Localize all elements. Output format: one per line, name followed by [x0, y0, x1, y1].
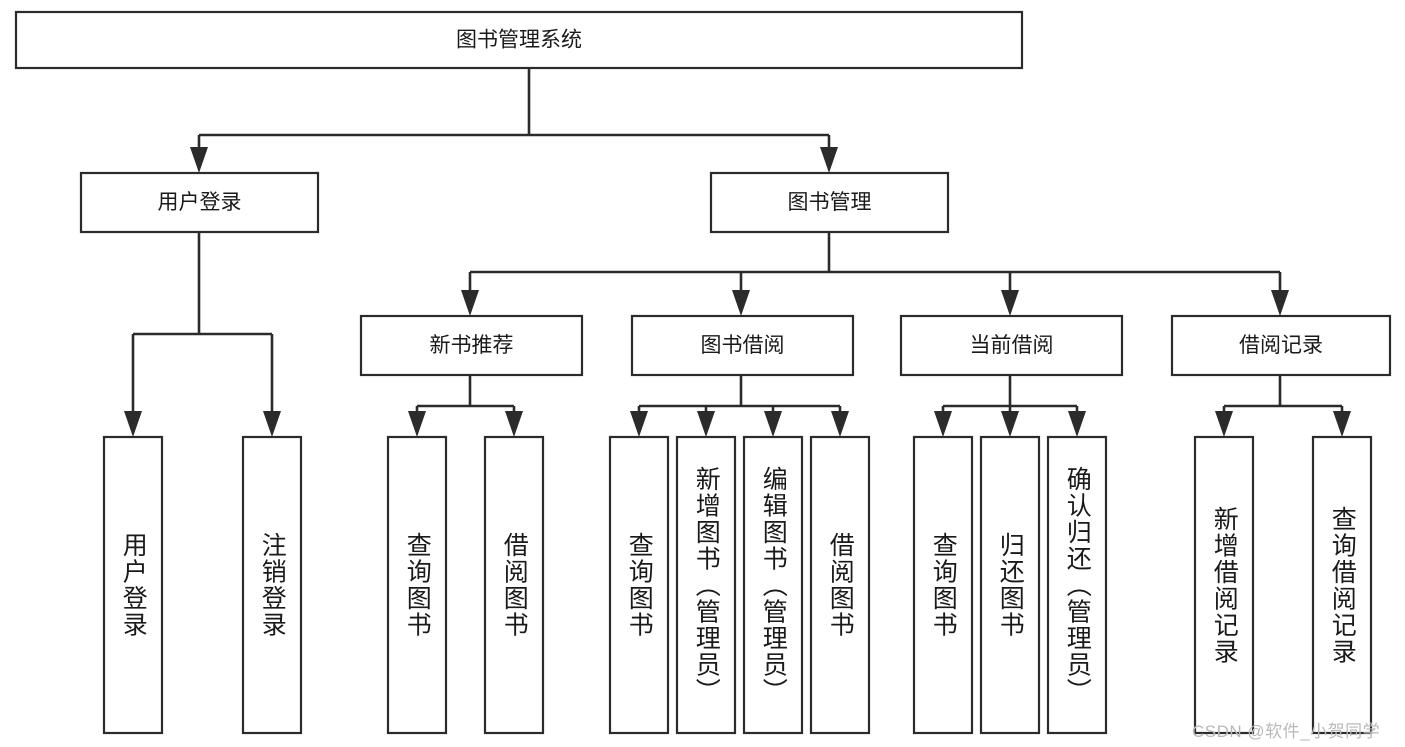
arrow-head-icon	[1333, 411, 1351, 437]
node-box[interactable]	[1170, 314, 1392, 377]
arrow-head-icon	[263, 411, 281, 437]
arrow-head-icon	[1001, 411, 1019, 437]
node-box[interactable]	[1046, 435, 1108, 735]
conn-mgmt-to-level3	[461, 232, 1289, 316]
arrow-head-icon	[1215, 411, 1233, 437]
arrow-head-icon	[630, 411, 648, 437]
node-box[interactable]	[809, 435, 871, 735]
node-book-borrow[interactable]: 图书借阅	[630, 314, 855, 377]
arrow-head-icon	[1001, 290, 1019, 316]
node-box[interactable]	[241, 435, 303, 735]
arrow-head-icon	[124, 411, 142, 437]
conn-root-to-level2	[190, 68, 838, 173]
arrow-head-icon	[831, 411, 849, 437]
node-label: 图书管理系统	[456, 29, 582, 52]
node-leaf-borrow-book-1[interactable]	[483, 435, 545, 735]
arrow-head-icon	[732, 290, 750, 316]
node-box[interactable]	[1311, 435, 1373, 735]
node-label: 图书借阅	[701, 334, 785, 357]
arrow-head-icon	[1068, 411, 1086, 437]
arrow-head-icon	[934, 411, 952, 437]
node-box[interactable]	[79, 171, 320, 234]
arrow-head-icon	[190, 147, 208, 173]
node-leaf-confirm-return[interactable]	[1046, 435, 1108, 735]
arrow-head-icon	[764, 411, 782, 437]
node-leaf-query-book-3[interactable]	[912, 435, 974, 735]
node-leaf-query-borrow-record[interactable]	[1311, 435, 1373, 735]
node-box[interactable]	[1193, 435, 1255, 735]
node-box[interactable]	[608, 435, 670, 735]
node-label: 用户登录	[158, 191, 242, 214]
node-box[interactable]	[14, 10, 1024, 70]
node-label: 图书管理	[788, 191, 872, 214]
node-new-book-recommend[interactable]: 新书推荐	[359, 314, 584, 377]
node-leaf-add-borrow-record[interactable]	[1193, 435, 1255, 735]
node-box[interactable]	[630, 314, 855, 377]
node-book-management[interactable]: 图书管理	[709, 171, 950, 234]
node-user-login[interactable]: 用户登录	[79, 171, 320, 234]
node-leaf-return-book[interactable]	[979, 435, 1041, 735]
node-leaf-add-book[interactable]	[675, 435, 737, 735]
node-leaf-query-book-1[interactable]	[386, 435, 448, 735]
conn-recommend-to-leaves	[408, 375, 523, 437]
node-root[interactable]: 图书管理系统	[14, 10, 1024, 70]
node-box[interactable]	[912, 435, 974, 735]
conn-borrow-to-leaves	[630, 375, 849, 437]
node-borrow-records[interactable]: 借阅记录	[1170, 314, 1392, 377]
arrow-head-icon	[1271, 290, 1289, 316]
conn-login-to-leaves	[124, 232, 281, 437]
node-label: 当前借阅	[970, 334, 1054, 357]
edges-layer	[124, 68, 1351, 437]
conn-current-to-leaves	[934, 375, 1086, 437]
node-box[interactable]	[675, 435, 737, 735]
node-box[interactable]	[742, 435, 804, 735]
conn-records-to-leaves	[1215, 375, 1351, 437]
csdn-watermark: CSDN @软件_小贺同学	[1192, 722, 1381, 741]
arrow-head-icon	[408, 411, 426, 437]
node-label: 新书推荐	[430, 334, 514, 357]
node-box[interactable]	[899, 314, 1124, 377]
node-box[interactable]	[483, 435, 545, 735]
node-leaf-query-book-2[interactable]	[608, 435, 670, 735]
node-leaf-logout-login[interactable]	[241, 435, 303, 735]
node-box[interactable]	[709, 171, 950, 234]
arrow-head-icon	[820, 147, 838, 173]
node-current-borrow[interactable]: 当前借阅	[899, 314, 1124, 377]
arrow-head-icon	[505, 411, 523, 437]
arrow-head-icon	[461, 290, 479, 316]
node-label: 借阅记录	[1239, 334, 1323, 357]
node-box[interactable]	[979, 435, 1041, 735]
node-box[interactable]	[386, 435, 448, 735]
node-box[interactable]	[359, 314, 584, 377]
node-leaf-user-login[interactable]	[102, 435, 164, 735]
arrow-head-icon	[697, 411, 715, 437]
node-leaf-borrow-book-2[interactable]	[809, 435, 871, 735]
node-leaf-edit-book[interactable]	[742, 435, 804, 735]
node-box[interactable]	[102, 435, 164, 735]
